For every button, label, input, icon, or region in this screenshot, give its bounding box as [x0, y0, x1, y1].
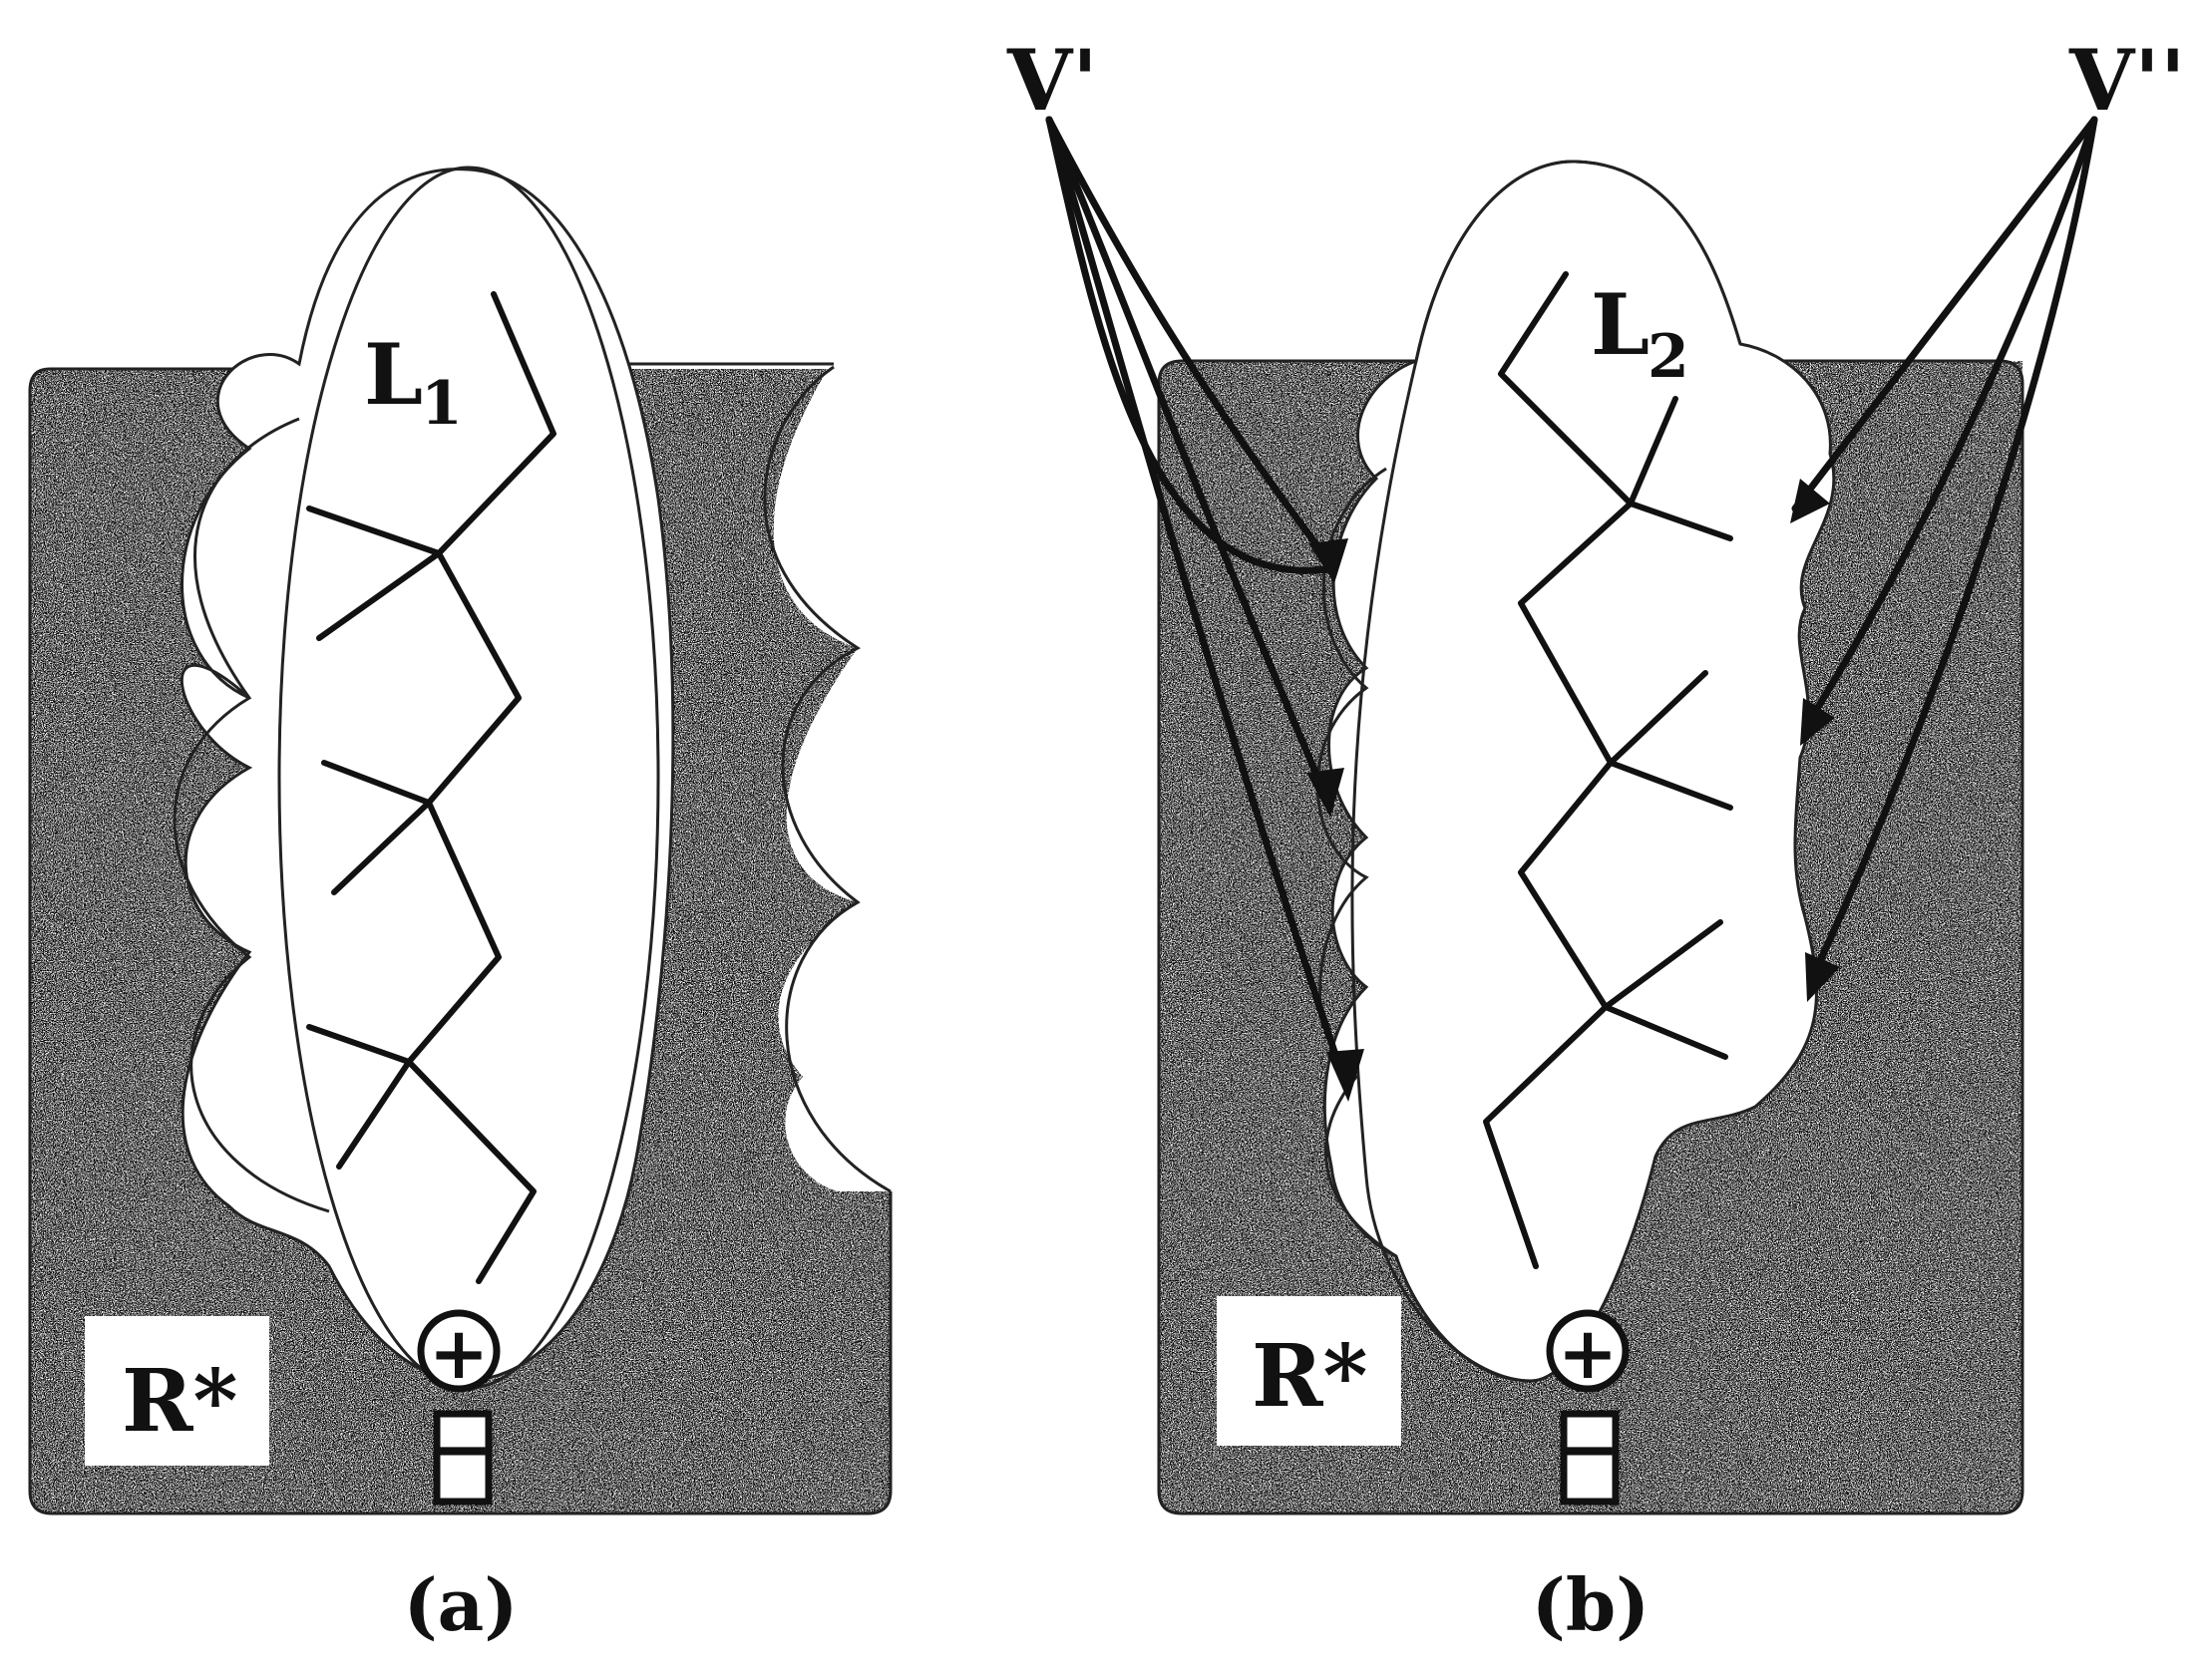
arrow-group-v-double-prime — [1790, 116, 2098, 1002]
receptor-label-box-a — [85, 1316, 269, 1466]
left-scallop-edge-a — [173, 417, 330, 1213]
minus-sign-a: − — [433, 1406, 493, 1491]
side-chain-a-1 — [306, 505, 442, 641]
side-chain-b-3 — [1603, 919, 1728, 1060]
arrowhead-v-double-prime-1 — [1790, 479, 1830, 523]
right-cavity-edge-a — [763, 365, 892, 1193]
receptor-label-box-b — [1217, 1296, 1401, 1446]
minus-sign-b: − — [1560, 1406, 1620, 1491]
arrow-v-double-prime-2 — [1801, 116, 2098, 732]
negative-charge-b — [1560, 1410, 1620, 1506]
arrowhead-v-prime-2 — [1306, 768, 1344, 818]
molecule-subscript-b: 2 — [1648, 322, 1689, 392]
panel-b: L 2 V' V'' R* + − — [1006, 31, 2186, 1647]
arrowhead-v-double-prime-2 — [1800, 698, 1835, 746]
arrowhead-v-prime-3 — [1326, 1049, 1364, 1102]
caption-a: (a) — [404, 1562, 519, 1647]
arrow-v-prime-4 — [1045, 116, 1338, 574]
arrowhead-v-double-prime-3 — [1805, 952, 1840, 1002]
negative-charge-a — [433, 1410, 493, 1506]
positive-charge-a — [417, 1309, 501, 1393]
arrow-label-v-prime: V' — [1006, 31, 1098, 130]
arrow-v-double-prime-1 — [1791, 116, 2098, 512]
panel-a: L 1 R* + − (a) — [28, 166, 893, 1647]
arrow-v-prime-1 — [1045, 116, 1338, 572]
molecule-label-b: L — [1591, 275, 1650, 374]
molecule-subscript-a: 1 — [421, 369, 463, 439]
arrow-v-double-prime-3 — [1806, 116, 2098, 986]
receptor-label-a: R* — [122, 1351, 237, 1452]
side-chain-b-1 — [1628, 396, 1733, 541]
side-chain-b-2 — [1608, 670, 1733, 811]
arrow-group-v-prime — [1045, 116, 1364, 1102]
receptor-label-b: R* — [1252, 1326, 1367, 1427]
arrow-v-prime-2 — [1045, 116, 1330, 802]
left-pocket-edge-b — [1315, 467, 1397, 1258]
receptor-outline-b — [1157, 359, 2024, 1515]
caption-b: (b) — [1532, 1562, 1650, 1647]
ligand-contact-region-a — [180, 168, 675, 1383]
molecule-label-a: L — [364, 325, 423, 424]
arrowhead-v-prime-1 — [1308, 538, 1348, 583]
plus-sign-b: + — [1558, 1310, 1618, 1395]
positive-charge-b — [1546, 1309, 1630, 1393]
side-chain-a-2 — [321, 760, 432, 895]
ligand-envelope-b — [1350, 160, 1742, 1383]
plus-sign-a: + — [429, 1310, 489, 1395]
arrow-label-v-double-prime: V'' — [2068, 31, 2186, 130]
side-chain-a-3 — [306, 1024, 412, 1170]
